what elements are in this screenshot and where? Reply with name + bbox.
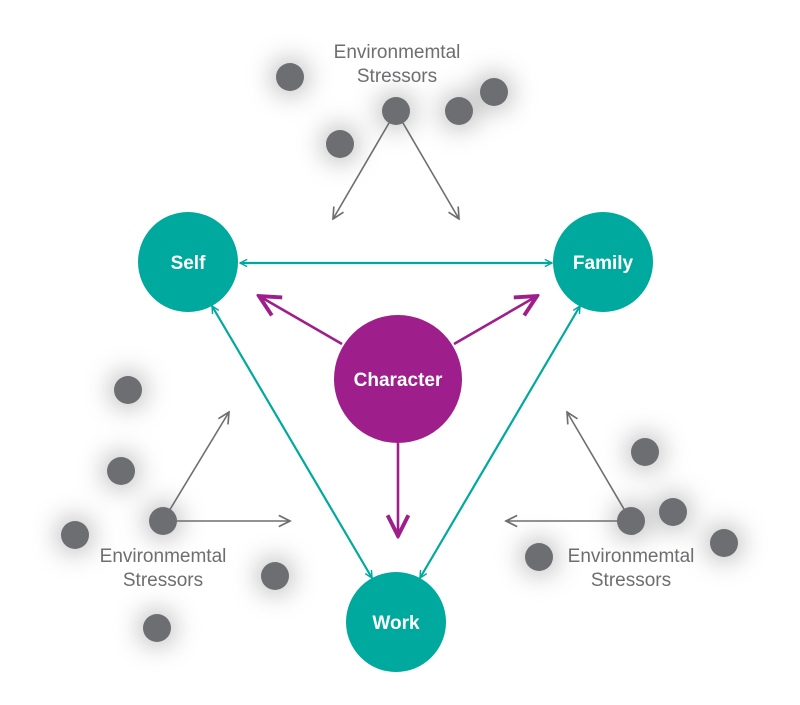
self-work-arrow (211, 306, 373, 578)
stressor-label-right-line1: Environmemtal (568, 546, 695, 567)
stressor-label-top-line2: Stressors (357, 66, 437, 87)
node-character-label: Character (354, 370, 443, 391)
stressor-dot (326, 130, 354, 158)
stressor-label-right-line2: Stressors (591, 570, 671, 591)
stressor-label-top-line1: Environmemtal (334, 42, 461, 63)
node-work: Work (346, 572, 446, 672)
top-stressor-arrow-right (395, 110, 459, 219)
stressor-label-right: Environmemtal Stressors (568, 546, 695, 591)
family-work-arrow (419, 306, 581, 578)
stressor-label-top: Environmemtal Stressors (334, 42, 461, 87)
node-family-label: Family (573, 253, 634, 274)
stressor-dot (276, 63, 304, 91)
stressor-dot (143, 614, 171, 642)
stressor-dot (445, 97, 473, 125)
top-stressor-arrow-left (333, 110, 397, 219)
node-work-label: Work (372, 613, 420, 634)
stressor-dot (61, 521, 89, 549)
character-to-self-arrow (259, 296, 343, 346)
left-stressor-arrow-up (162, 412, 229, 522)
right-stressor-arrow-up (567, 412, 632, 522)
stressor-dot (659, 498, 687, 526)
node-self: Self (138, 212, 238, 312)
stressor-dot (480, 78, 508, 106)
stressor-dot (107, 457, 135, 485)
stressor-dot (631, 438, 659, 466)
character-to-family-arrow (453, 296, 537, 346)
stressor-label-left: Environmemtal Stressors (100, 546, 227, 591)
character-arrows (259, 296, 537, 536)
stressor-dot (114, 376, 142, 404)
stressor-dots (57, 59, 742, 646)
stressor-label-left-line1: Environmemtal (100, 546, 227, 567)
node-family: Family (553, 212, 653, 312)
stressor-label-left-line2: Stressors (123, 570, 203, 591)
teal-connectors (211, 263, 581, 578)
node-character: Character (334, 315, 462, 443)
stressor-dot (261, 562, 289, 590)
node-self-label: Self (171, 253, 207, 274)
stressor-dot (710, 529, 738, 557)
stressor-dot (525, 543, 553, 571)
